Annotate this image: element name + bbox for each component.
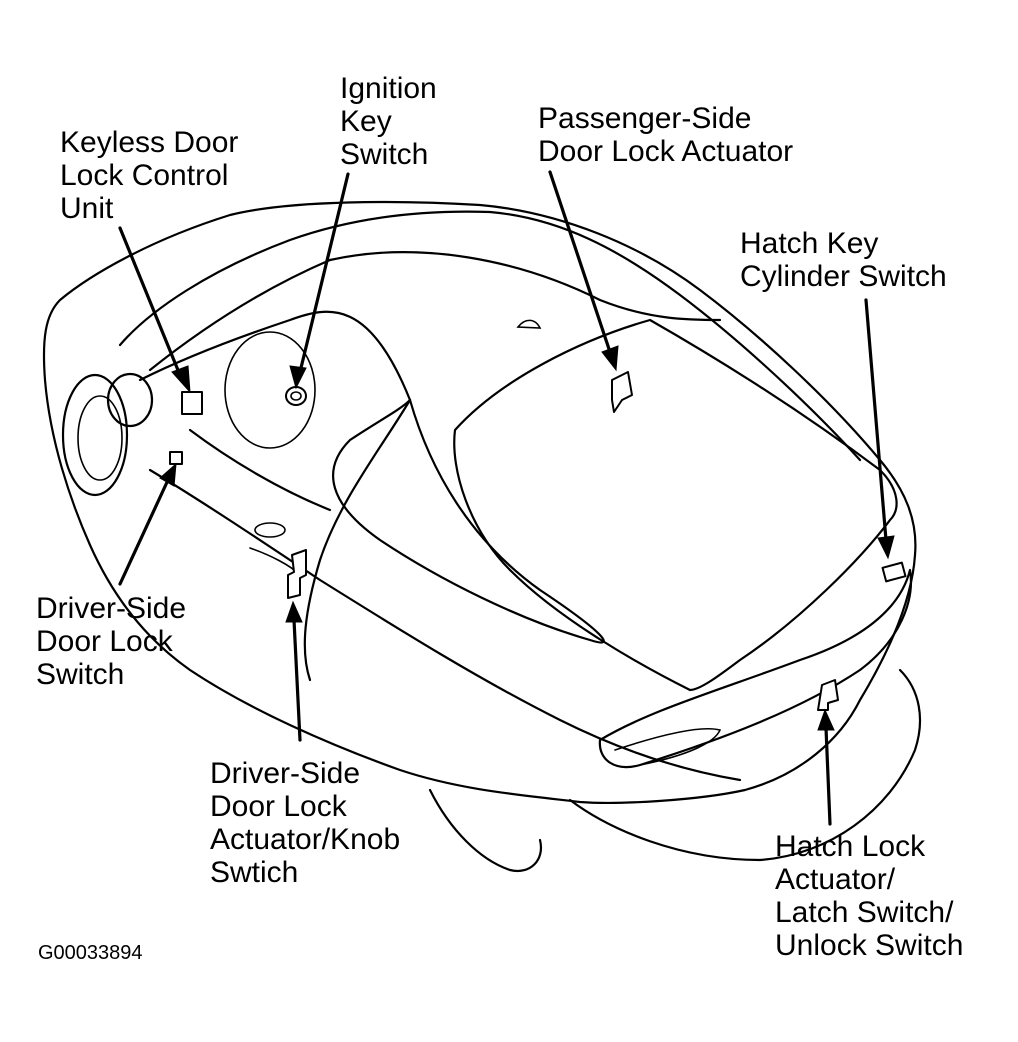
car-roof <box>118 210 862 462</box>
label-driver-side-door-lock-switch: Driver-Side Door Lock Switch <box>36 592 187 691</box>
passenger-actuator-part <box>611 371 633 413</box>
driver-actuator-part <box>287 549 307 599</box>
leader-passenger <box>548 170 619 372</box>
hatch-lock-actuator-part <box>817 679 839 711</box>
leader-driver-actuator <box>285 600 303 742</box>
leader-hatch-lock <box>817 708 835 826</box>
car-body-outline <box>42 200 917 804</box>
door-line <box>303 398 412 682</box>
rear-spoiler <box>598 568 912 769</box>
hatch-key-cylinder-part <box>881 561 907 583</box>
label-driver-side-actuator-knob-switch: Driver-Side Door Lock Actuator/Knob Swti… <box>210 757 401 889</box>
door-handle <box>254 522 286 538</box>
leader-ignition <box>289 172 350 390</box>
rear-bumper <box>568 668 922 862</box>
ignition-switch-part <box>285 386 307 406</box>
label-passenger-side-door-lock-actuator: Passenger-Side Door Lock Actuator <box>538 102 794 168</box>
leader-hatch-key <box>864 298 895 560</box>
side-window <box>332 398 605 644</box>
side-mirror <box>106 372 154 428</box>
label-ignition-key-switch: Ignition Key Switch <box>340 72 437 171</box>
keyless-control-unit-part <box>181 391 203 415</box>
label-keyless-door-lock-control-unit: Keyless Door Lock Control Unit <box>60 126 239 225</box>
leader-keyless <box>118 226 191 394</box>
rear-wheel <box>428 788 543 873</box>
windshield <box>138 310 412 402</box>
front-wheel <box>61 373 129 497</box>
label-hatch-lock-actuator: Hatch Lock Actuator/ Latch Switch/ Unloc… <box>775 830 964 962</box>
leader-driver-switch <box>118 462 177 586</box>
steering-wheel <box>224 331 316 449</box>
driver-lock-switch-part <box>169 451 183 465</box>
figure-id: G00033894 <box>38 942 143 964</box>
hatch <box>453 318 898 692</box>
label-hatch-key-cylinder-switch: Hatch Key Cylinder Switch <box>740 227 947 293</box>
